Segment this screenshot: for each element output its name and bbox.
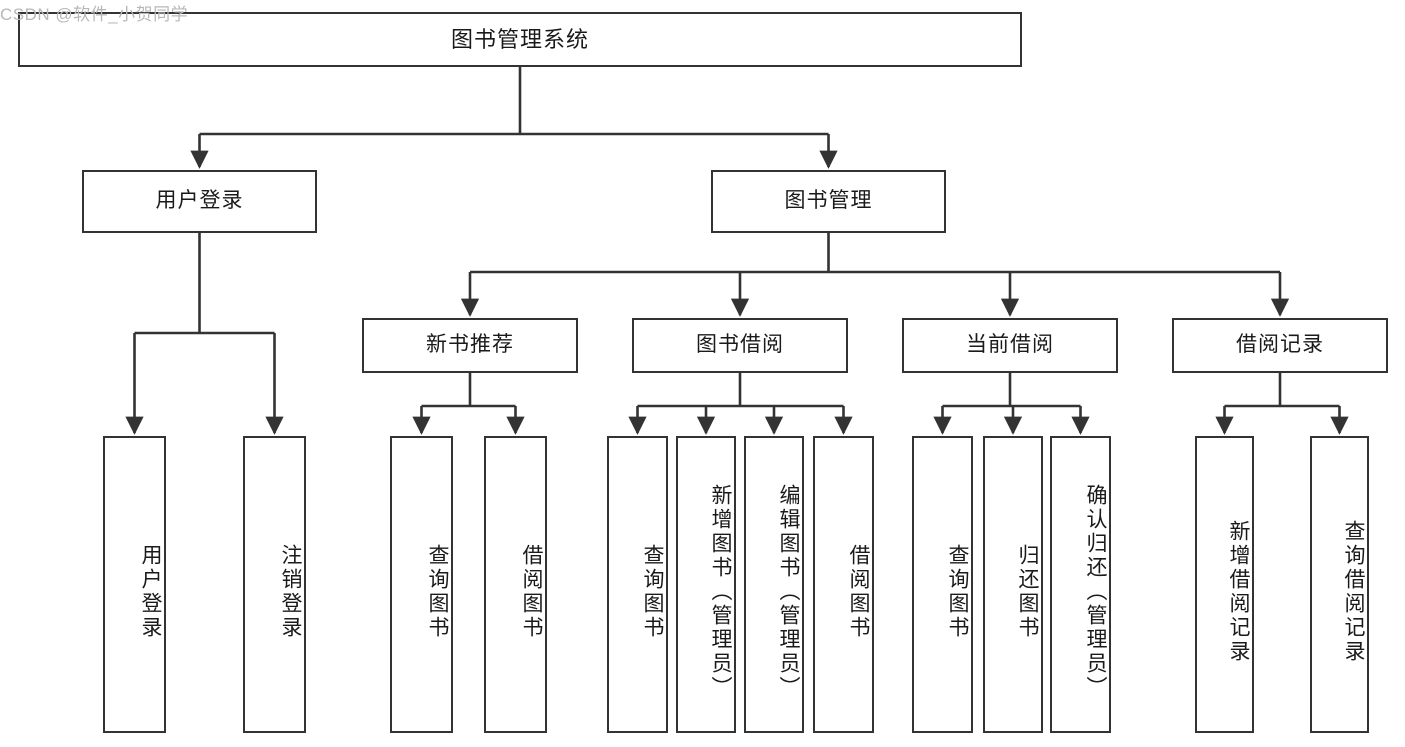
leaf-node-node-9-归还图书[interactable]: 归还图书: [983, 436, 1043, 733]
leaf-node-node-11-新增借阅记录[interactable]: 新增借阅记录: [1195, 436, 1254, 733]
leaf-node-node-4-查询图书-label: 查询图书: [641, 543, 664, 640]
leaf-node-node-6-编辑图书管理员-label: 编辑图书（管理员）: [777, 483, 800, 700]
leaf-node-node-6-编辑图书管理员[interactable]: 编辑图书（管理员）: [744, 436, 804, 733]
level2-node-node-3-借阅记录-label: 借阅记录: [1236, 333, 1324, 357]
leaf-node-node-8-查询图书[interactable]: 查询图书: [912, 436, 973, 733]
leaf-node-node-9-归还图书-label: 归还图书: [1016, 543, 1039, 640]
level2-node-node-1-图书借阅[interactable]: 图书借阅: [632, 318, 848, 373]
leaf-node-node-2-查询图书[interactable]: 查询图书: [390, 436, 453, 733]
leaf-node-node-3-借阅图书[interactable]: 借阅图书: [484, 436, 547, 733]
level2-node-node-3-借阅记录[interactable]: 借阅记录: [1172, 318, 1388, 373]
leaf-node-node-3-借阅图书-label: 借阅图书: [520, 543, 543, 640]
leaf-node-node-7-借阅图书[interactable]: 借阅图书: [813, 436, 874, 733]
level1-node-node-0-用户登录[interactable]: 用户登录: [82, 170, 317, 233]
leaf-node-node-12-查询借阅记录[interactable]: 查询借阅记录: [1310, 436, 1369, 733]
leaf-node-node-5-新增图书管理员[interactable]: 新增图书（管理员）: [676, 436, 736, 733]
csdn-watermark: CSDN @软件_小贺同学: [0, 5, 189, 24]
level2-node-node-1-图书借阅-label: 图书借阅: [696, 333, 784, 357]
leaf-node-node-11-新增借阅记录-label: 新增借阅记录: [1227, 519, 1250, 664]
leaf-node-node-1-注销登录[interactable]: 注销登录: [243, 436, 306, 733]
level1-node-node-1-图书管理-label: 图书管理: [784, 189, 873, 213]
level2-node-node-2-当前借阅[interactable]: 当前借阅: [902, 318, 1118, 373]
leaf-node-node-1-注销登录-label: 注销登录: [279, 543, 302, 640]
level2-node-node-2-当前借阅-label: 当前借阅: [966, 333, 1054, 357]
leaf-node-node-0-用户登录[interactable]: 用户登录: [103, 436, 166, 733]
level2-node-node-0-新书推荐-label: 新书推荐: [426, 333, 514, 357]
root-node-book-management-system-label: 图书管理系统: [450, 26, 589, 52]
leaf-node-node-0-用户登录-label: 用户登录: [139, 543, 162, 640]
level1-node-node-1-图书管理[interactable]: 图书管理: [711, 170, 946, 233]
leaf-node-node-10-确认归还管理员[interactable]: 确认归还（管理员）: [1050, 436, 1111, 733]
leaf-node-node-5-新增图书管理员-label: 新增图书（管理员）: [709, 483, 732, 700]
level2-node-node-0-新书推荐[interactable]: 新书推荐: [362, 318, 578, 373]
root-node-book-management-system[interactable]: 图书管理系统: [18, 12, 1022, 67]
leaf-node-node-12-查询借阅记录-label: 查询借阅记录: [1342, 519, 1365, 664]
level1-node-node-0-用户登录-label: 用户登录: [155, 189, 244, 213]
leaf-node-node-7-借阅图书-label: 借阅图书: [847, 543, 870, 640]
leaf-node-node-4-查询图书[interactable]: 查询图书: [607, 436, 668, 733]
leaf-node-node-8-查询图书-label: 查询图书: [946, 543, 969, 640]
leaf-node-node-10-确认归还管理员-label: 确认归还（管理员）: [1084, 483, 1107, 700]
leaf-node-node-2-查询图书-label: 查询图书: [426, 543, 449, 640]
